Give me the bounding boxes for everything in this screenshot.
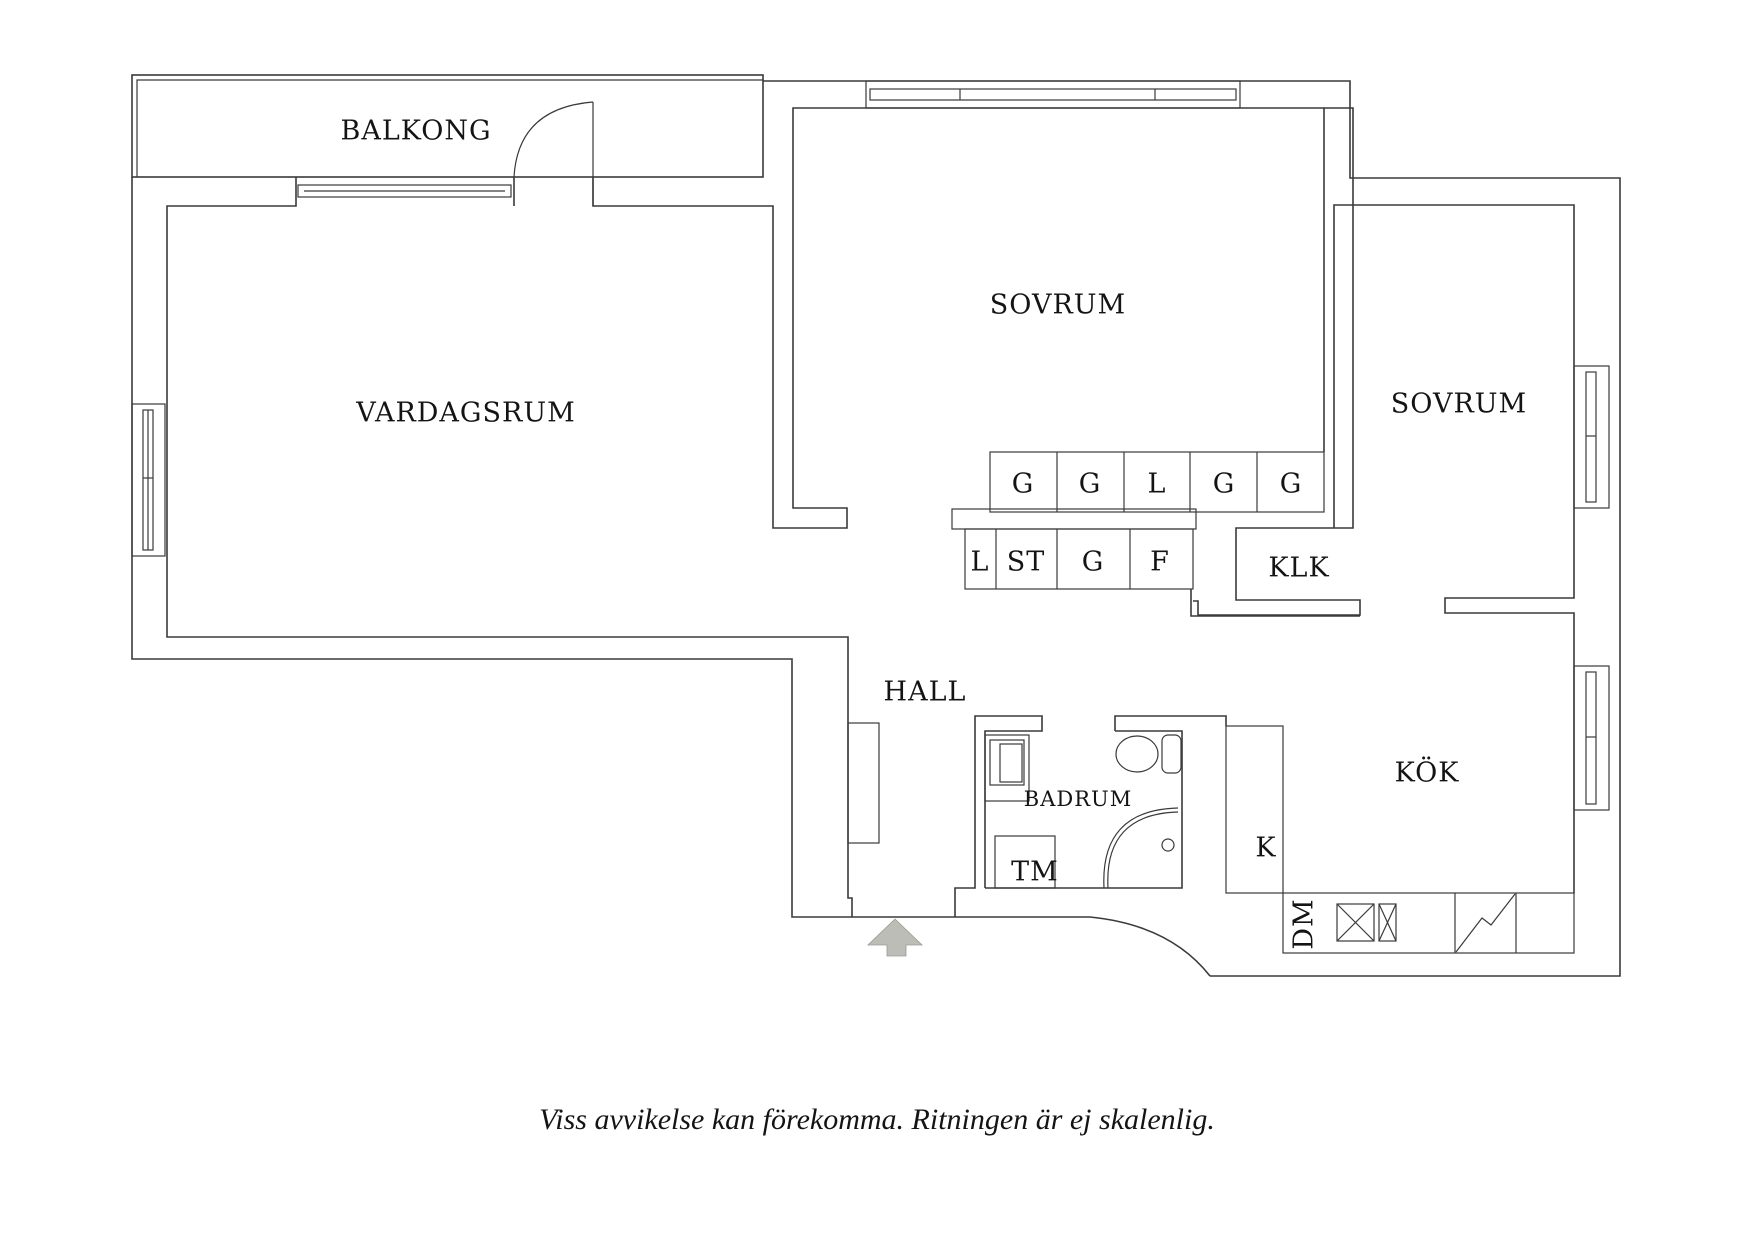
top-window bbox=[865, 80, 1241, 109]
wardrobe-label: G bbox=[1011, 468, 1035, 500]
washing-machine-label: TM bbox=[1011, 856, 1059, 888]
wardrobe-label: G bbox=[1279, 468, 1303, 500]
wardrobe-label: G bbox=[1078, 468, 1102, 500]
wardrobe-label: G bbox=[1081, 546, 1105, 578]
right-bedroom-walls bbox=[1333, 204, 1610, 893]
fridge-label: K bbox=[1255, 832, 1277, 864]
left-window bbox=[131, 403, 166, 557]
dishwasher-label: DM bbox=[1288, 898, 1320, 950]
wardrobe-label: L bbox=[970, 546, 990, 578]
room-label-vardagsrum: VARDAGSRUM bbox=[356, 397, 576, 429]
wardrobe-label: L bbox=[1147, 468, 1167, 500]
balcony-outline bbox=[131, 74, 764, 178]
room-label-kok: KÖK bbox=[1394, 757, 1460, 789]
room-label-klk: KLK bbox=[1268, 552, 1330, 584]
hall-closet bbox=[847, 722, 880, 844]
entrance-arrow-icon bbox=[867, 918, 923, 957]
wardrobe-label: G bbox=[1212, 468, 1236, 500]
room-label-balkong: BALKONG bbox=[340, 115, 492, 147]
bathroom bbox=[954, 715, 1227, 917]
wardrobes bbox=[951, 107, 1361, 617]
wardrobe-label: ST bbox=[1006, 546, 1046, 578]
exterior-walls bbox=[131, 80, 1621, 977]
wardrobe-label: F bbox=[1150, 546, 1170, 578]
kitchen-fixtures bbox=[1225, 725, 1575, 954]
room-label-sovrum-1: SOVRUM bbox=[989, 289, 1127, 321]
room-label-sovrum-2: SOVRUM bbox=[1390, 388, 1528, 420]
room-label-badrum: BADRUM bbox=[1023, 787, 1133, 811]
footer-disclaimer: Viss avvikelse kan förekomma. Ritningen … bbox=[539, 1103, 1215, 1136]
room-label-hall: HALL bbox=[883, 676, 967, 708]
